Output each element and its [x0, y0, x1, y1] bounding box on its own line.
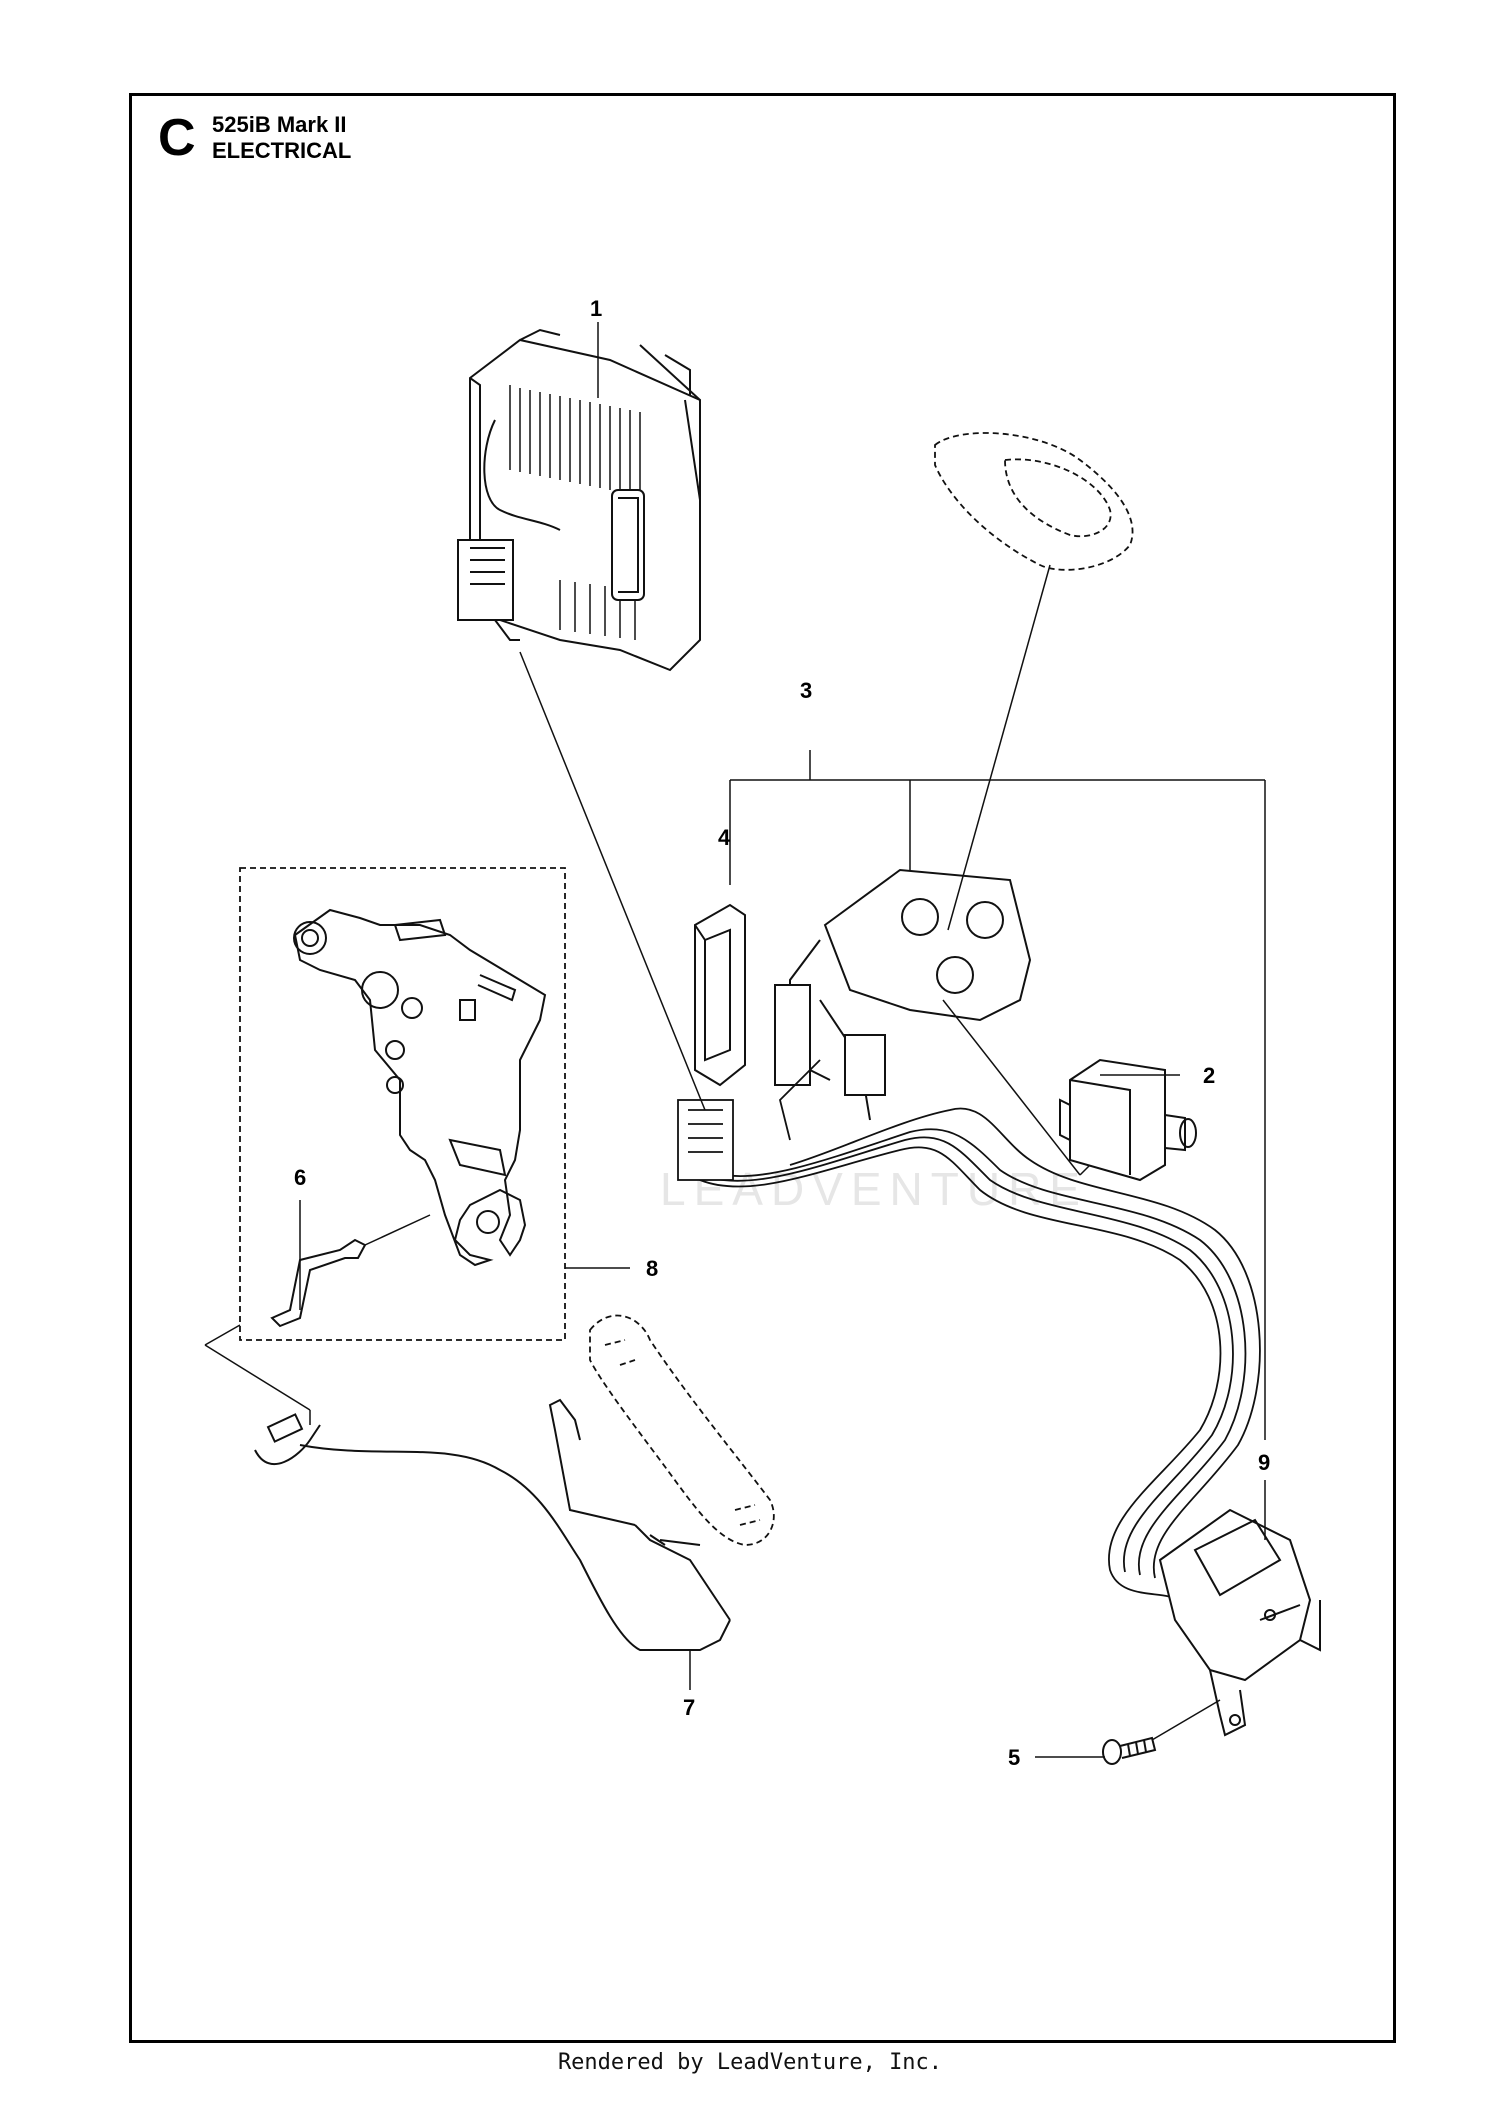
spring-clip — [270, 1238, 367, 1328]
trigger-assembly — [1158, 1508, 1321, 1737]
callout-2[interactable]: 2 — [1203, 1063, 1215, 1088]
wire-harness — [677, 1059, 1261, 1601]
screw-part — [1102, 1736, 1157, 1765]
callout-3[interactable]: 3 — [800, 678, 812, 703]
micro-switch — [1059, 1058, 1197, 1182]
callout-5[interactable]: 5 — [1008, 1745, 1020, 1770]
model-title: 525iB Mark II — [212, 112, 347, 137]
callout-9[interactable]: 9 — [1258, 1450, 1270, 1475]
footer-credit: Rendered by LeadVenture, Inc. — [557, 2050, 943, 2075]
bracket-part — [293, 908, 547, 1267]
switch-housing — [774, 868, 1032, 1121]
clip-part — [694, 903, 746, 1087]
diagram-frame — [129, 93, 1396, 2043]
callout-7[interactable]: 7 — [683, 1695, 695, 1720]
grip-housing-cover — [934, 432, 1134, 571]
part-8-group-box — [239, 867, 566, 1341]
leader-lines — [204, 322, 1266, 1758]
callout-8[interactable]: 8 — [646, 1256, 658, 1281]
insulation-sleeve — [589, 1314, 775, 1546]
section-letter: C — [158, 109, 196, 167]
callout-6[interactable]: 6 — [294, 1165, 306, 1190]
callout-1[interactable]: 1 — [590, 296, 602, 321]
wire-assembly — [254, 1398, 731, 1651]
callout-4[interactable]: 4 — [718, 825, 731, 850]
controller-module — [457, 328, 701, 672]
callout-labels: 1 2 3 4 5 6 7 8 9 — [294, 296, 1270, 1770]
section-subtitle: ELECTRICAL — [212, 138, 352, 163]
